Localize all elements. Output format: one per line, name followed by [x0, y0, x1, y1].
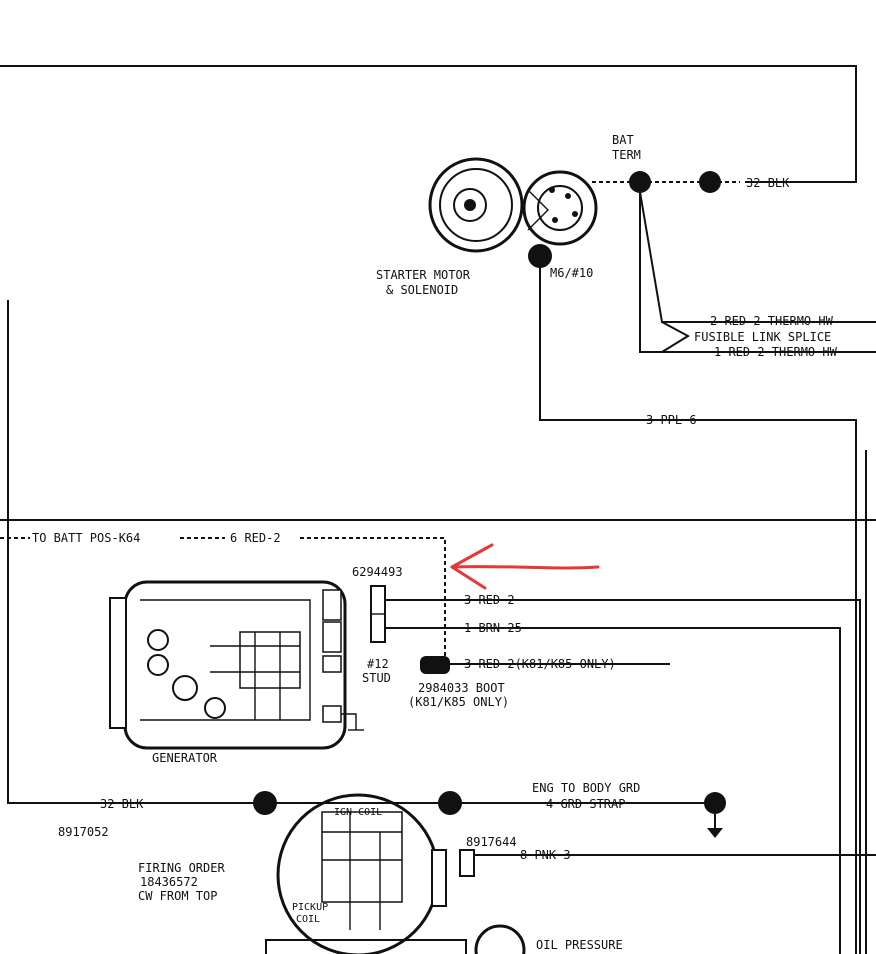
- label-eng-2: 4 GRD STRAP: [546, 797, 625, 811]
- label-1-brn: 1 BRN-25: [464, 621, 522, 635]
- boot-k81: [420, 656, 670, 674]
- label-firing-1: FIRING ORDER: [138, 861, 225, 875]
- label-eng-1: ENG TO BODY GRD: [532, 781, 640, 795]
- wire-top-loop: [0, 65, 857, 193]
- label-stud-1: #12: [367, 657, 389, 671]
- label-stud-2: STUD: [362, 671, 391, 685]
- label-boot-1: 2984033 BOOT: [418, 681, 505, 695]
- wire-left-vertical: [7, 300, 265, 804]
- label-8917644: 8917644: [466, 835, 517, 849]
- label-3-red: 3 RED-2: [464, 593, 515, 607]
- label-red2-thermo-a: 2 RED-2 THERMO HW: [710, 314, 834, 328]
- distributor-ign-coil: [253, 791, 876, 954]
- label-red1-thermo-b: 1 RED-2 THERMO HW: [714, 345, 838, 359]
- label-bat-term-1: BAT: [612, 133, 634, 147]
- label-pickup-2: COIL: [296, 914, 320, 925]
- label-32-blk-top: 32 BLK: [746, 176, 790, 190]
- label-oil-pressure: OIL PRESSURE: [536, 938, 623, 952]
- label-8-pnk: 8 PNK-3: [520, 848, 571, 862]
- label-starter-1: STARTER MOTOR: [376, 268, 471, 282]
- label-boot-2: (K81/K85 ONLY): [408, 695, 509, 709]
- label-to-batt: TO BATT POS-K64: [32, 531, 140, 545]
- label-8917052: 8917052: [58, 825, 109, 839]
- wire-3-ppl: [539, 266, 857, 954]
- generator: [109, 580, 364, 750]
- connector-6294493: [370, 585, 861, 954]
- label-3-ppl: 3 PPL 6: [646, 413, 697, 427]
- label-pickup-1: PICKUP: [292, 902, 328, 913]
- label-m6: M6/#10: [550, 266, 593, 280]
- label-6294493: 6294493: [352, 565, 403, 579]
- annotation-arrow: [450, 543, 600, 590]
- label-bat-term-2: TERM: [612, 148, 641, 162]
- label-generator: GENERATOR: [152, 751, 218, 765]
- label-firing-2: 18436572: [140, 875, 198, 889]
- wire-to-batt: [0, 537, 446, 660]
- fusible-link-wires: [639, 191, 876, 353]
- label-starter-2: & SOLENOID: [386, 283, 458, 297]
- label-firing-3: CW FROM TOP: [138, 889, 217, 903]
- label-fusible: FUSIBLE LINK SPLICE: [694, 330, 831, 344]
- label-3-red-k81: 3 RED-2(K81/K85 ONLY): [464, 657, 616, 671]
- starter-motor-solenoid: [428, 157, 598, 268]
- label-ign-coil: IGN COIL: [334, 807, 382, 818]
- label-6-red: 6 RED-2: [230, 531, 281, 545]
- label-32-blk-bottom: 32 BLK: [100, 797, 144, 811]
